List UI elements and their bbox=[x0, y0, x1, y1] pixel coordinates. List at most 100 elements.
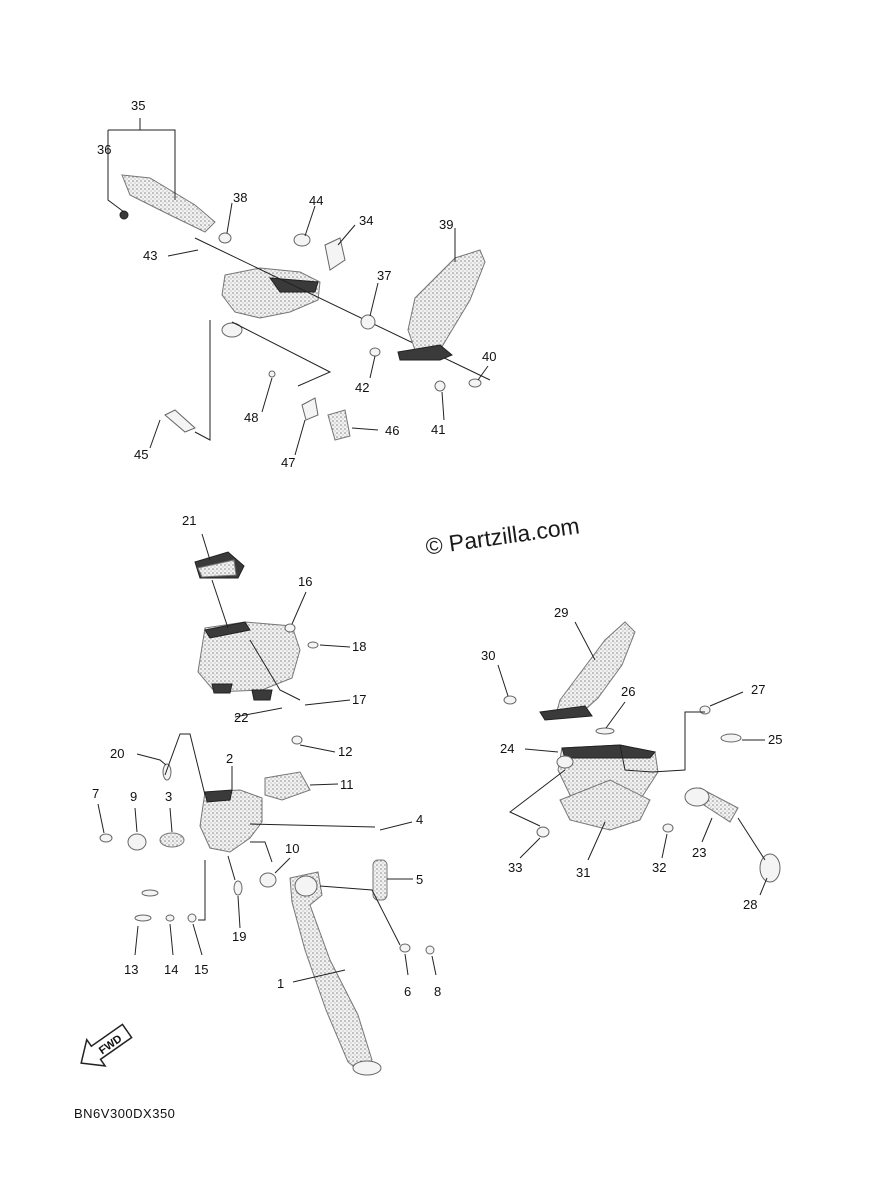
part-footrest-bracket bbox=[221, 267, 321, 319]
callout-44: 44 bbox=[309, 193, 323, 208]
part-18 bbox=[307, 641, 319, 649]
part-1-foot bbox=[352, 1060, 382, 1076]
part-44 bbox=[293, 233, 311, 247]
part-upper-bracket-top bbox=[204, 621, 251, 639]
part-16 bbox=[284, 623, 296, 633]
part-29-footpeg bbox=[554, 621, 636, 719]
part-1-sidestand bbox=[289, 871, 373, 1073]
callout-43: 43 bbox=[143, 248, 157, 263]
part-13-b bbox=[141, 889, 159, 897]
callout-22: 22 bbox=[234, 710, 248, 725]
callout-27: 27 bbox=[751, 682, 765, 697]
callout-19: 19 bbox=[232, 929, 246, 944]
callout-17: 17 bbox=[352, 692, 366, 707]
part-46 bbox=[327, 409, 351, 441]
part-10 bbox=[259, 872, 277, 888]
part-bracket-shadow bbox=[268, 277, 319, 293]
callout-labels: 35 36 38 44 34 39 43 3 7 40 42 4 8 46 41 4… bbox=[92, 98, 782, 999]
callout-3: 3 bbox=[165, 789, 172, 804]
stand-leader-lines bbox=[97, 533, 437, 983]
callout-40: 40 bbox=[482, 349, 496, 364]
part-34 bbox=[324, 237, 346, 271]
part-24-boss bbox=[556, 755, 574, 769]
stand-assembly bbox=[99, 551, 435, 1076]
part-6 bbox=[399, 943, 411, 953]
callout-10: 10 bbox=[285, 841, 299, 856]
part-36-bolt bbox=[119, 210, 129, 220]
callout-26: 26 bbox=[621, 684, 635, 699]
callout-47: 47 bbox=[281, 455, 295, 470]
part-20 bbox=[162, 763, 172, 781]
callout-4: 4 bbox=[416, 812, 423, 827]
part-9 bbox=[127, 833, 147, 851]
part-41 bbox=[434, 380, 446, 392]
part-12 bbox=[291, 735, 303, 745]
diagram-code: BN6V300DX350 bbox=[74, 1106, 176, 1121]
part-26 bbox=[595, 727, 615, 735]
part-8 bbox=[425, 945, 435, 955]
part-37 bbox=[360, 314, 376, 330]
callout-23: 23 bbox=[692, 845, 706, 860]
part-39-footpeg bbox=[407, 249, 486, 351]
callout-20: 20 bbox=[110, 746, 124, 761]
callout-46: 46 bbox=[385, 423, 399, 438]
part-38 bbox=[218, 232, 232, 244]
part-3 bbox=[159, 832, 185, 848]
callout-34: 34 bbox=[359, 213, 373, 228]
top-footrest-assembly bbox=[119, 174, 491, 441]
part-31-arm bbox=[559, 779, 651, 831]
callout-32: 32 bbox=[652, 860, 666, 875]
part-33 bbox=[536, 826, 550, 838]
part-23-head bbox=[684, 787, 710, 807]
callout-25: 25 bbox=[768, 732, 782, 747]
callout-18: 18 bbox=[352, 639, 366, 654]
callout-28: 28 bbox=[743, 897, 757, 912]
callout-33: 33 bbox=[508, 860, 522, 875]
callout-29: 29 bbox=[554, 605, 568, 620]
part-24-bracket-top bbox=[561, 744, 656, 759]
part-boss bbox=[221, 322, 243, 338]
callout-21: 21 bbox=[182, 513, 196, 528]
part-29-footpeg-base bbox=[539, 705, 593, 721]
callout-42: 42 bbox=[355, 380, 369, 395]
top-leader-lines bbox=[107, 118, 489, 456]
part-35-bracket bbox=[121, 174, 216, 233]
part-2-bracket bbox=[199, 789, 263, 853]
part-1-pivot bbox=[294, 875, 318, 897]
part-47 bbox=[301, 397, 319, 421]
callout-35: 35 bbox=[131, 98, 145, 113]
part-40 bbox=[468, 378, 482, 388]
callout-30: 30 bbox=[481, 648, 495, 663]
callout-41: 41 bbox=[431, 422, 445, 437]
part-2-bracket-top bbox=[204, 789, 233, 803]
callout-36: 36 bbox=[97, 142, 111, 157]
part-15 bbox=[187, 913, 197, 923]
callout-6: 6 bbox=[404, 984, 411, 999]
part-22-b bbox=[251, 689, 273, 701]
part-upper-bracket bbox=[197, 621, 301, 693]
callout-5: 5 bbox=[416, 872, 423, 887]
part-21-cover-face bbox=[197, 559, 237, 578]
part-19 bbox=[233, 880, 243, 896]
callout-38: 38 bbox=[233, 190, 247, 205]
fwd-arrow: FWD bbox=[80, 1023, 133, 1067]
callout-15: 15 bbox=[194, 962, 208, 977]
callout-8: 8 bbox=[434, 984, 441, 999]
callout-9: 9 bbox=[130, 789, 137, 804]
callout-11: 11 bbox=[340, 777, 354, 792]
callout-39: 39 bbox=[439, 217, 453, 232]
part-28 bbox=[759, 853, 781, 883]
right-footrest-assembly bbox=[503, 621, 781, 883]
callout-7: 7 bbox=[92, 786, 99, 801]
callout-14: 14 bbox=[164, 962, 178, 977]
callout-2: 2 bbox=[226, 751, 233, 766]
part-14 bbox=[165, 914, 175, 922]
part-22 bbox=[211, 683, 233, 694]
fwd-arrow-icon bbox=[80, 1023, 133, 1067]
callout-31: 31 bbox=[576, 865, 590, 880]
callout-12: 12 bbox=[338, 744, 352, 759]
part-11 bbox=[264, 771, 311, 801]
callout-1: 1 bbox=[277, 976, 284, 991]
part-48 bbox=[268, 370, 276, 378]
part-45 bbox=[164, 409, 196, 433]
